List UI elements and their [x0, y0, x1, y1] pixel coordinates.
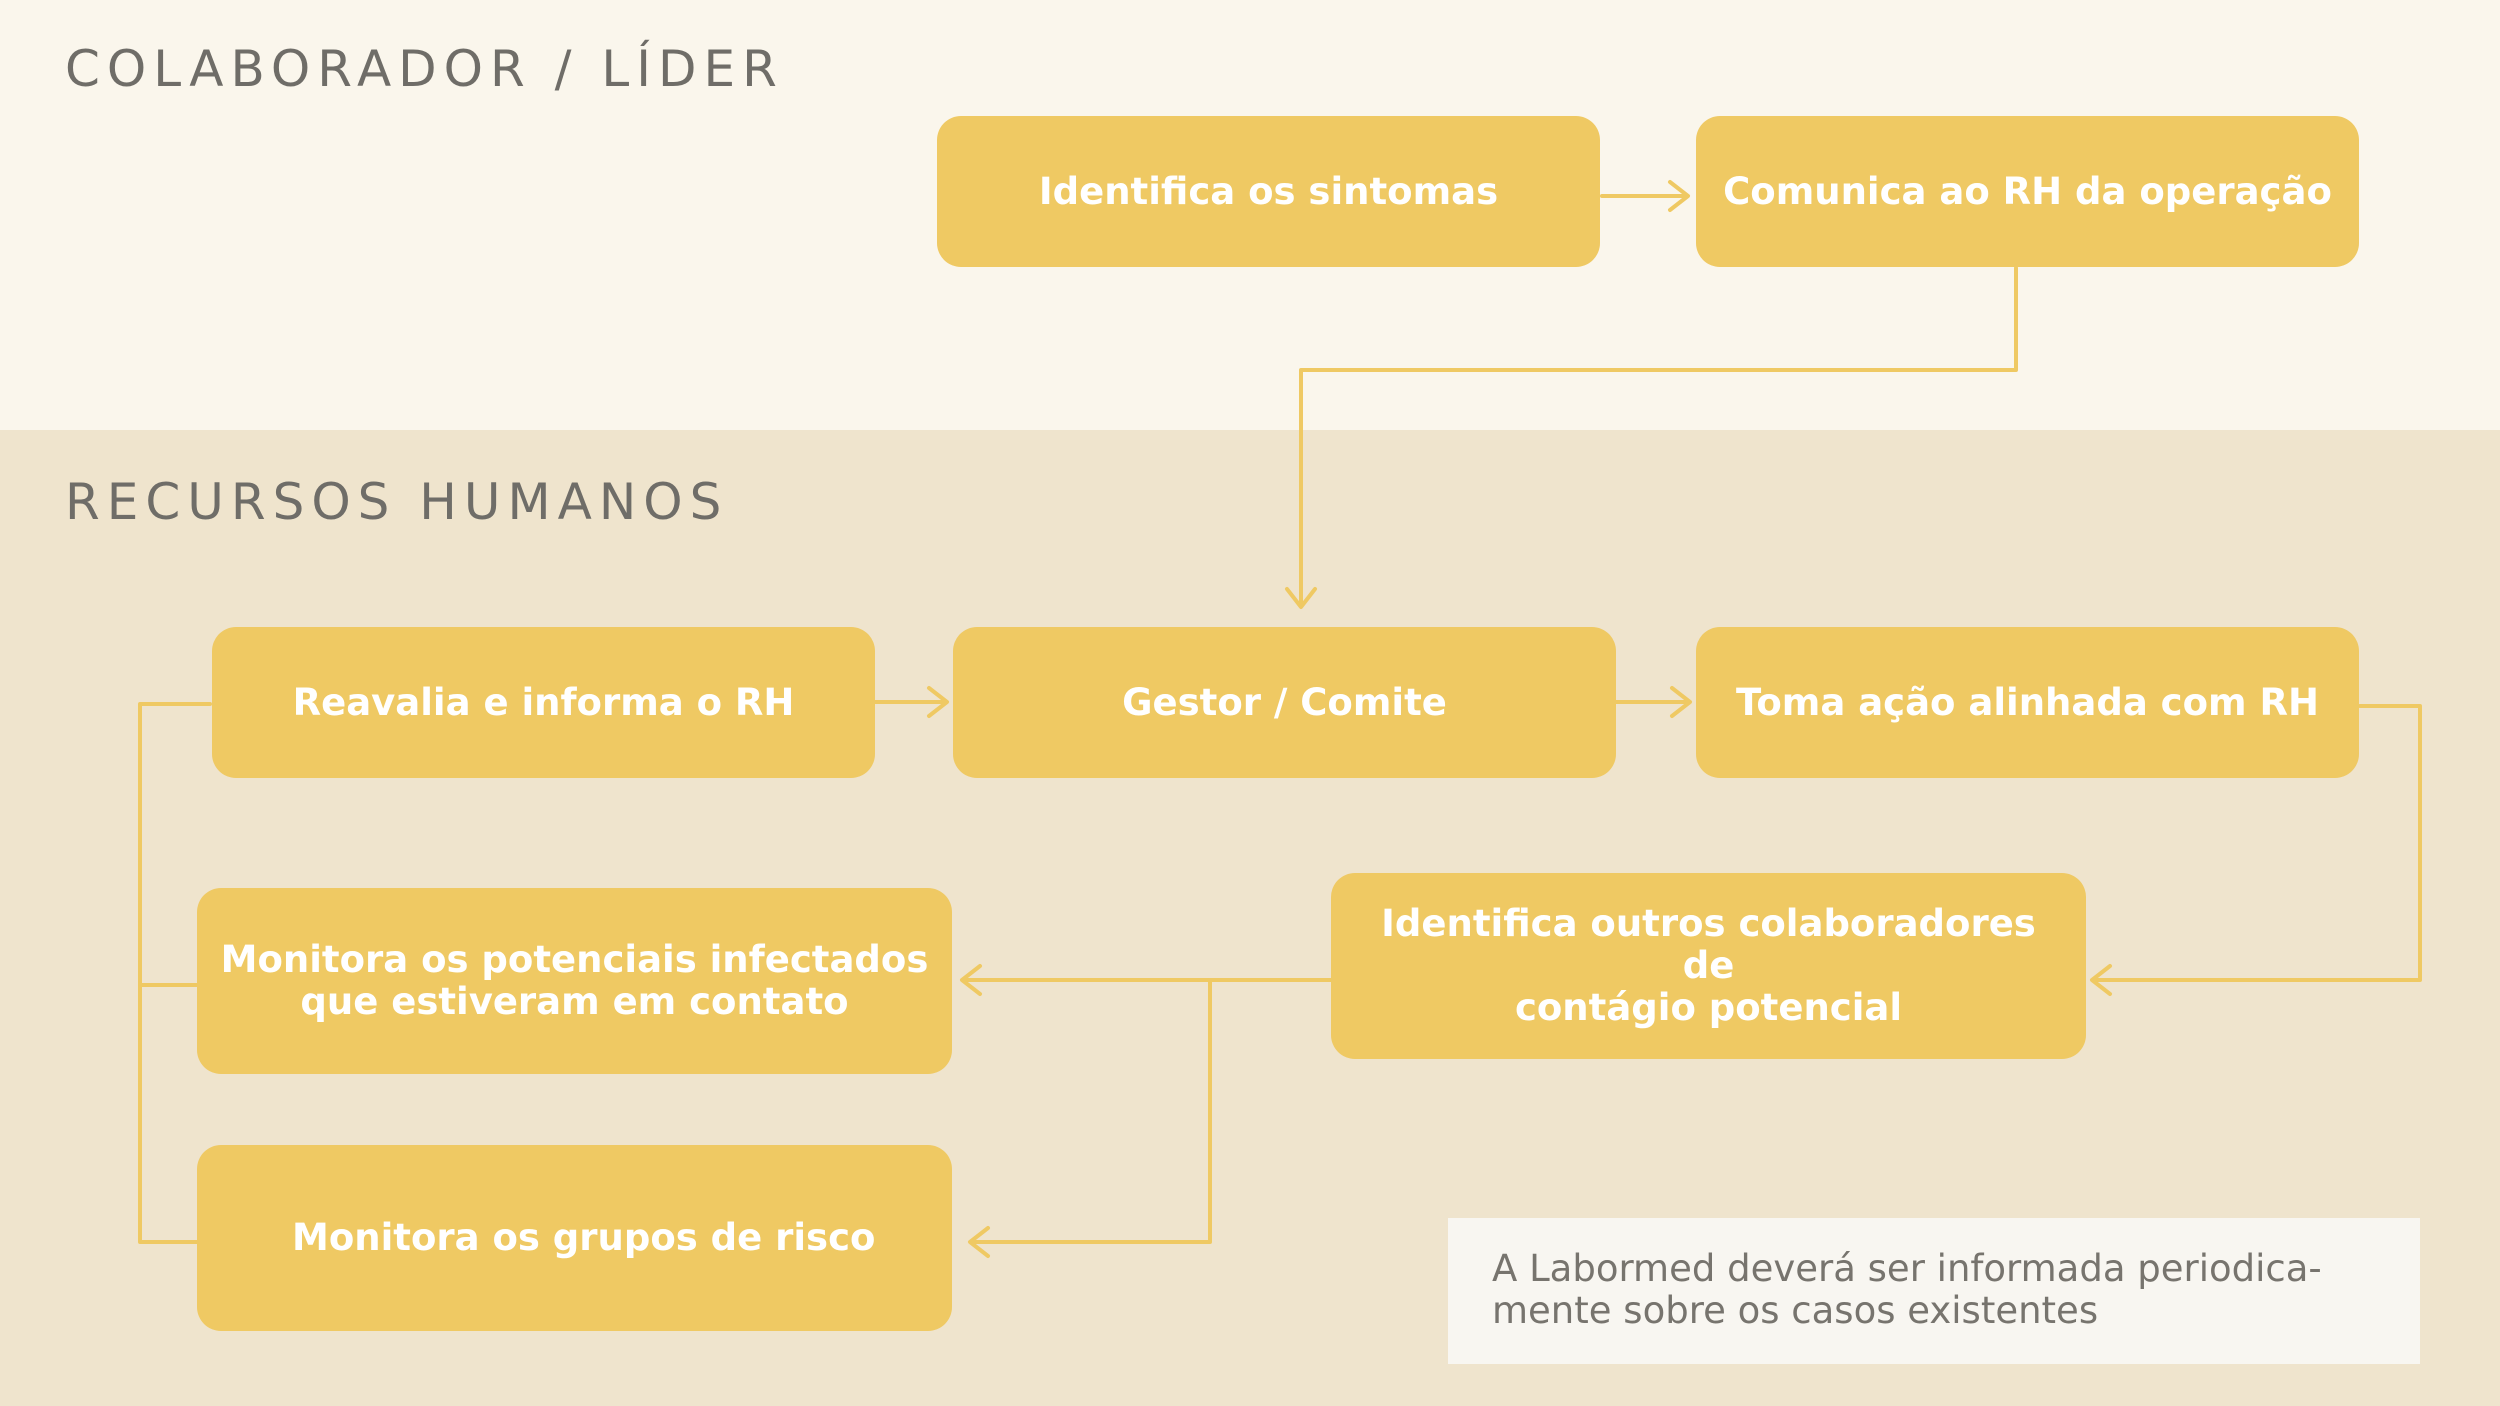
node-identifica-sintomas-label: Identifica os sintomas — [1038, 169, 1499, 213]
node-monitora-potenciais: Monitora os potenciais infectados que es… — [197, 888, 952, 1074]
node-identifica-outros-line2: contágio potencial — [1514, 986, 1903, 1029]
arrowhead-potenciais-icon — [960, 964, 982, 996]
node-comunica-rh: Comunica ao RH da operação — [1696, 116, 2359, 267]
arrowhead-comunica-icon — [1668, 180, 1690, 212]
arrowhead-toma-acao-icon — [1670, 686, 1692, 718]
node-toma-acao: Toma ação alinhada com RH — [1696, 627, 2359, 778]
node-gestor-comite: Gestor / Comite — [953, 627, 1616, 778]
node-monitora-grupos-label: Monitora os grupos de risco — [292, 1216, 876, 1259]
node-gestor-comite-label: Gestor / Comite — [1122, 680, 1447, 724]
connector-feedback-loop — [138, 702, 212, 1244]
lane-title-colaborador: COLABORADOR / LÍDER — [65, 40, 784, 98]
note-line1: A Labormed deverá ser informada periodic… — [1492, 1247, 2322, 1290]
lane-title-recursos-humanos: RECURSOS HUMANOS — [65, 473, 729, 531]
node-toma-acao-label: Toma ação alinhada com RH — [1736, 680, 2319, 724]
node-monitora-potenciais-line2: que estiveram em contato — [300, 980, 849, 1023]
node-monitora-grupos: Monitora os grupos de risco — [197, 1145, 952, 1331]
arrowhead-gestor-left-icon — [927, 686, 949, 718]
connector-branch-to-grupos — [970, 978, 1212, 1244]
arrowhead-identifica-outros-icon — [2090, 964, 2112, 996]
node-comunica-rh-label: Comunica ao RH da operação — [1723, 169, 2332, 213]
node-identifica-sintomas: Identifica os sintomas — [937, 116, 1600, 267]
arrowhead-gestor-icon — [1285, 587, 1317, 609]
node-identifica-outros-line1: Identifica outros colaboradores de — [1381, 902, 2036, 987]
note-labormed: A Labormed deverá ser informada periodic… — [1448, 1218, 2420, 1364]
node-reavalia-label: Reavalia e informa o RH — [292, 680, 795, 724]
connector-toma-acao-to-identifica-outros — [2092, 704, 2422, 982]
arrowhead-grupos-icon — [968, 1226, 990, 1258]
node-identifica-outros: Identifica outros colaboradores de contá… — [1331, 873, 2086, 1059]
node-monitora-potenciais-line1: Monitora os potenciais infectados — [220, 938, 929, 981]
node-reavalia: Reavalia e informa o RH — [212, 627, 875, 778]
note-line2: mente sobre os casos existentes — [1492, 1289, 2099, 1332]
connector-comunica-to-gestor — [1299, 266, 2018, 607]
